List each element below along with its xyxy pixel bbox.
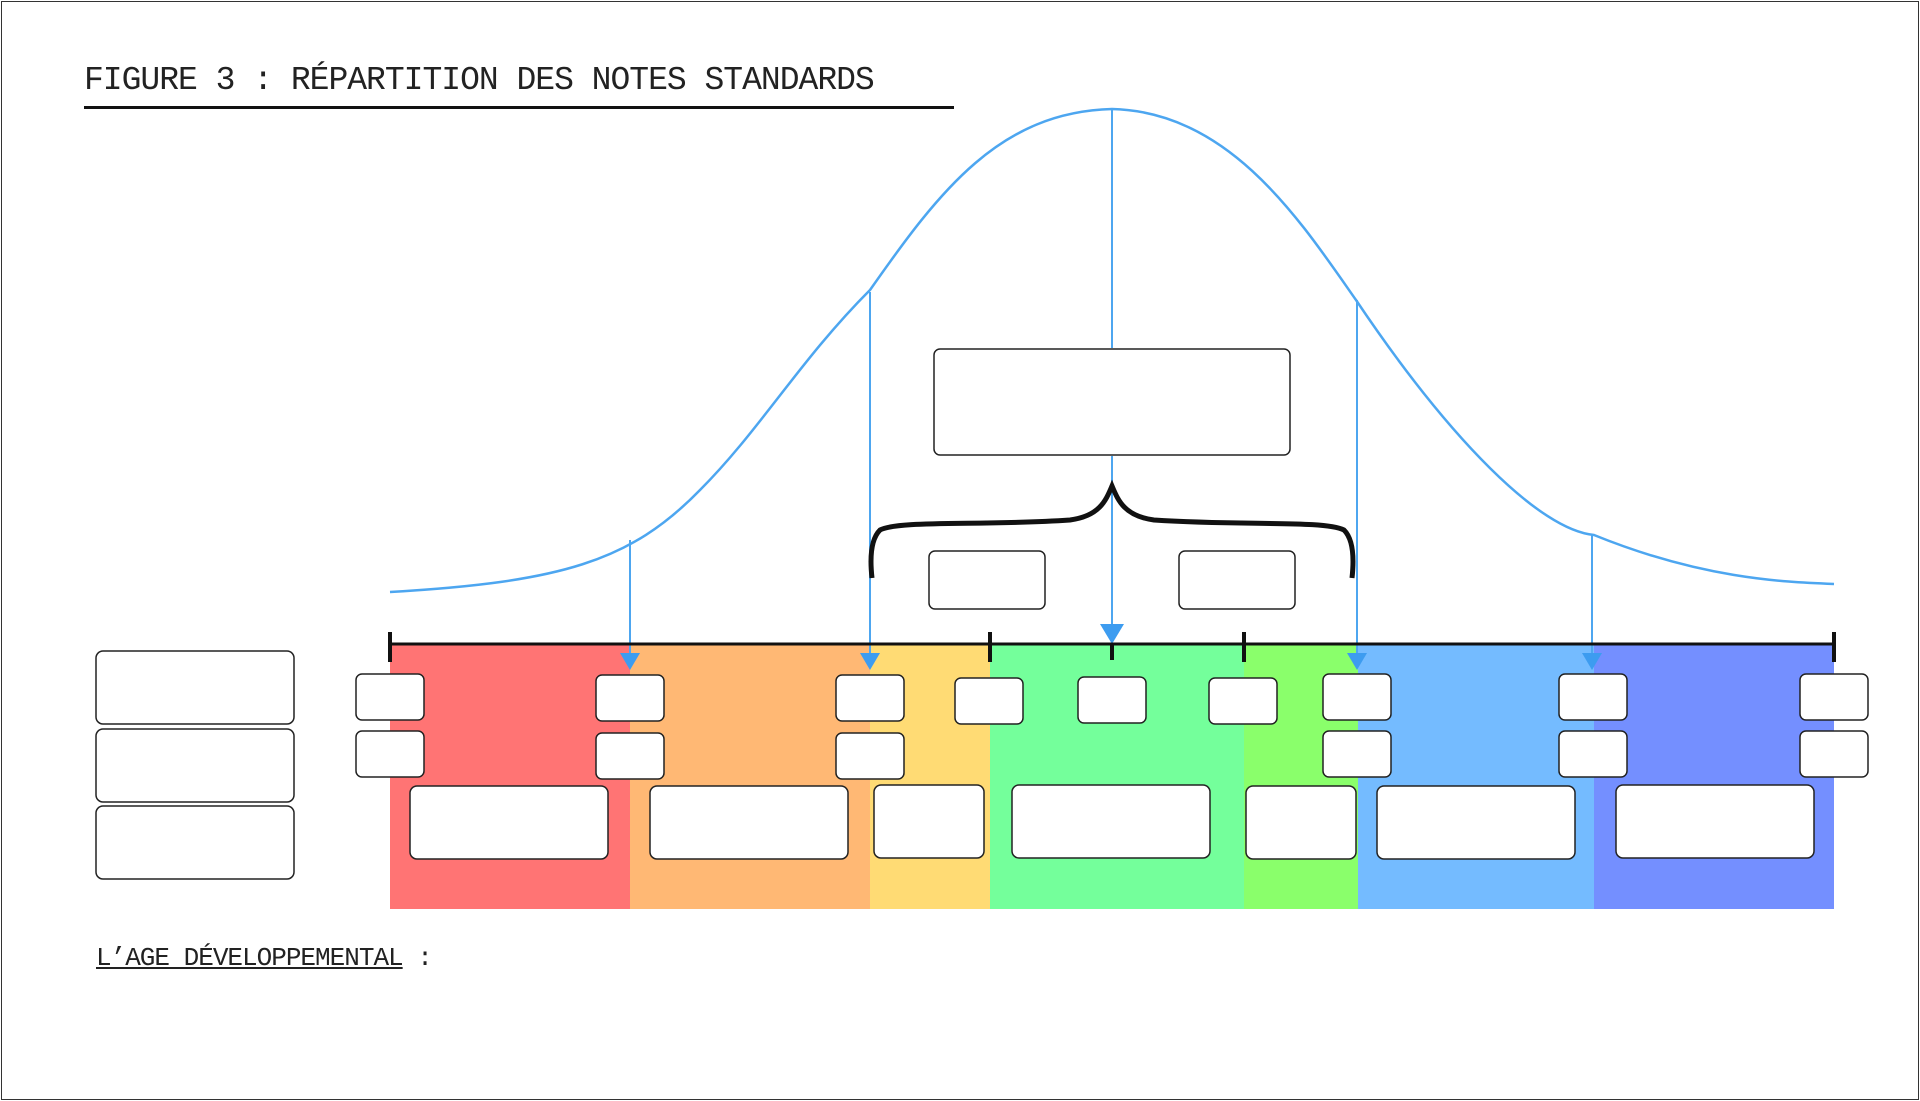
score-box-bottom-4[interactable]: [1322, 730, 1392, 778]
score-box-bottom-2[interactable]: [595, 732, 665, 780]
blank-boxes: [95, 348, 1869, 880]
band-label-box-red[interactable]: [409, 785, 609, 860]
row-label-box-2[interactable]: [95, 728, 295, 803]
band-label-box-green[interactable]: [1011, 784, 1211, 859]
brace-left-box[interactable]: [928, 550, 1046, 610]
score-box-bottom-6[interactable]: [1799, 730, 1869, 778]
arrowheads: [620, 624, 1602, 670]
title-underline: [84, 106, 954, 109]
curly-brace: [868, 479, 1356, 579]
score-box-top-5[interactable]: [1558, 673, 1628, 721]
score-box-yellow[interactable]: [954, 677, 1024, 725]
row-label-box-3[interactable]: [95, 805, 295, 880]
score-box-bottom-1[interactable]: [355, 730, 425, 778]
bell-curve: [389, 107, 1835, 594]
score-box-center[interactable]: [1077, 676, 1147, 724]
score-axis: [388, 632, 1836, 662]
band-label-box-orange[interactable]: [649, 785, 849, 860]
arrowhead-center: [1100, 624, 1124, 644]
score-box-top-1[interactable]: [355, 673, 425, 721]
score-box-top-2[interactable]: [595, 674, 665, 722]
arrowhead-right-inner: [1347, 653, 1367, 670]
score-box-bottom-5[interactable]: [1558, 730, 1628, 778]
band-label-box-blue[interactable]: [1615, 784, 1815, 859]
arrowhead-right-outer: [1582, 653, 1602, 670]
band-red: [390, 644, 630, 909]
band-label-box-light-blue[interactable]: [1376, 785, 1576, 860]
score-box-top-3[interactable]: [835, 674, 905, 722]
row-label-box-1[interactable]: [95, 650, 295, 725]
brace-right-box[interactable]: [1178, 550, 1296, 610]
arrowhead-left-inner: [860, 653, 880, 670]
arrowhead-left-outer: [620, 653, 640, 670]
score-box-top-6[interactable]: [1799, 673, 1869, 721]
band-label-box-yellow[interactable]: [873, 784, 985, 859]
score-box-bottom-3[interactable]: [835, 732, 905, 780]
score-box-green[interactable]: [1208, 677, 1278, 725]
band-blue: [1594, 644, 1834, 909]
band-label-box-light-green[interactable]: [1245, 785, 1357, 860]
band-light-blue: [1358, 644, 1594, 909]
developmental-age-line: L’AGE DÉVELOPPEMENTAL :: [96, 943, 433, 973]
band-orange: [630, 644, 870, 909]
score-box-top-4[interactable]: [1322, 673, 1392, 721]
developmental-age-label: L’AGE DÉVELOPPEMENTAL: [96, 943, 404, 973]
figure-title: FIGURE 3 : RÉPARTITION DES NOTES STANDAR…: [84, 62, 875, 99]
center-label-box[interactable]: [933, 348, 1291, 456]
developmental-age-colon: :: [402, 943, 433, 973]
